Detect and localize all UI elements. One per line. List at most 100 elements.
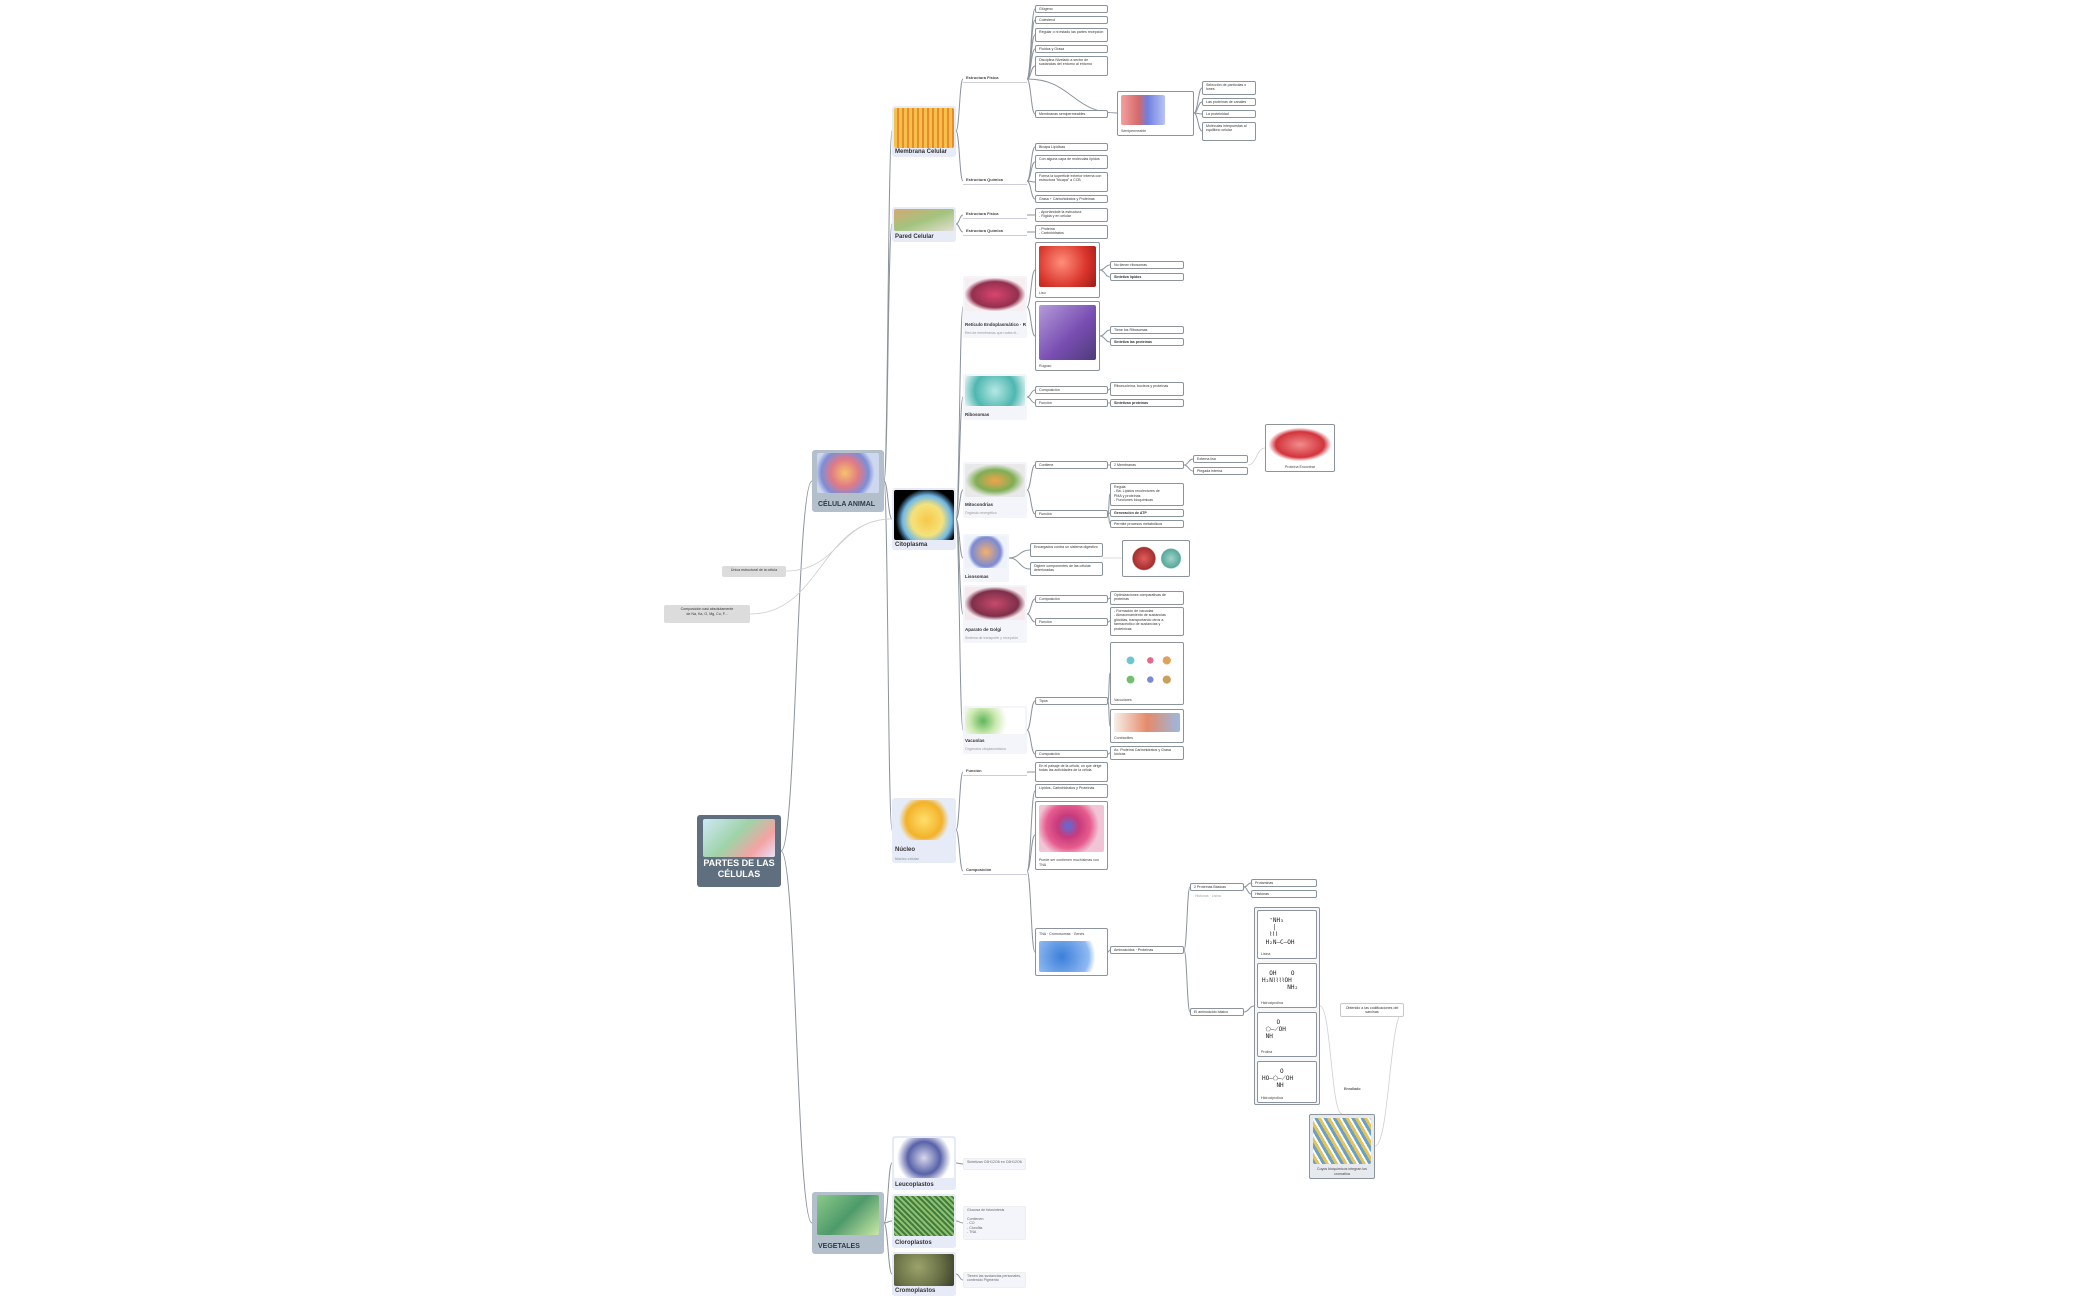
vacuolas-composicion-item[interactable]: Ax. Proteína Carbohidratos y Grasa Iónic… bbox=[1110, 746, 1184, 760]
composition-note[interactable]: Composición casi absolutamente de Na, Ka… bbox=[664, 605, 750, 623]
component-pared[interactable]: Pared Celular bbox=[892, 207, 956, 242]
ribosomas-funcion-item[interactable]: Sintetizan proteínas bbox=[1110, 399, 1184, 407]
aminoacido-basico[interactable]: El aminoácido básico bbox=[1190, 1008, 1244, 1016]
semipermeable-pic[interactable]: Semipermeable bbox=[1117, 91, 1194, 136]
membrana-item-1[interactable]: Glúgeno bbox=[1035, 5, 1108, 13]
organelle-reticulo[interactable]: Retículo Endoplasmático · R Red de membr… bbox=[963, 276, 1027, 338]
category-animal[interactable]: CÉLULA ANIMAL bbox=[812, 450, 884, 512]
pared-fisicas-label[interactable]: Estructura Física bbox=[963, 211, 1027, 219]
membrana-extra-item[interactable]: Bicapa Lipídicas bbox=[1035, 143, 1108, 151]
membrana-item-2[interactable]: Colesterol bbox=[1035, 16, 1108, 24]
component-nucleo[interactable]: Núcleo Núcleo celular bbox=[892, 798, 956, 863]
mitocondria-pic[interactable]: Proteína Encontrar bbox=[1265, 424, 1335, 472]
golgi-composicion-item[interactable]: Optimizaciones comparativas de proteínas bbox=[1110, 591, 1184, 605]
lisosomas-item-2[interactable]: Digiere componentes de las células deter… bbox=[1030, 562, 1103, 576]
dna-callout[interactable]: Obtenido a las codificaciones del sarcin… bbox=[1340, 1003, 1404, 1017]
membrana-item-5[interactable]: Disciplina Nivelado a sector de sustanci… bbox=[1035, 56, 1108, 76]
component-membrana[interactable]: Membrana Celular bbox=[892, 106, 956, 157]
organelle-ribosomas[interactable]: Ribosomas bbox=[963, 374, 1027, 420]
connector-line bbox=[780, 850, 813, 1224]
golgi-composicion[interactable]: Composición bbox=[1035, 595, 1108, 603]
unit-note[interactable]: Única estructural de la célula bbox=[722, 566, 786, 577]
lisosomas-item-1[interactable]: Encargados contra un sistema digestivo bbox=[1030, 543, 1103, 557]
molecula-prolina[interactable]: O ⬠‒⟋OH NH Prolina bbox=[1257, 1012, 1317, 1057]
component-cromoplastos[interactable]: Cromoplastos bbox=[892, 1252, 956, 1296]
semipermeable-item-1[interactable]: Selección de partículas o iones bbox=[1202, 81, 1256, 95]
aminoacidos-node[interactable]: Aminoácidos · Proteínas bbox=[1110, 946, 1184, 954]
reticulo-liso-pic[interactable]: Liso bbox=[1035, 242, 1100, 298]
ribosomas-composicion[interactable]: Composición bbox=[1035, 386, 1108, 394]
pared-fisicas-item[interactable]: - Aportándote la estructura - Rígida y e… bbox=[1035, 208, 1108, 222]
mitocondrias-funcion-item-1[interactable]: Regula: - Ba. Lípidos recolectores de PM… bbox=[1110, 483, 1184, 506]
quimicas-item-1[interactable]: Con alguna capa de moléculas lípidos bbox=[1035, 155, 1108, 169]
component-cloroplastos[interactable]: Cloroplastos bbox=[892, 1194, 956, 1248]
quimicas-item-3[interactable]: Grasa + Carbohidratos y Proteínas bbox=[1035, 195, 1108, 203]
organelle-golgi[interactable]: Aparato de Golgi Sistema de transporte y… bbox=[963, 585, 1027, 643]
molecula-lisina[interactable]: ⁺NH₃ | ⌇⌇⌇ H₂N‒C‒OH Lisina bbox=[1257, 910, 1317, 959]
nucleo-comp-item-1[interactable]: Lípidos, Carbohidratos y Proteínas bbox=[1035, 784, 1108, 798]
vacuolas-sub: Orgánulos citoplasmáticos bbox=[965, 747, 1007, 751]
liso-item-1[interactable]: No tienen ribosomas bbox=[1110, 261, 1184, 269]
leucoplastos-item[interactable]: Sintetizan C6H12O6 en C6H12O6 bbox=[963, 1158, 1026, 1170]
connector-line bbox=[1183, 886, 1191, 951]
connector-line bbox=[955, 489, 964, 520]
nucleo-composicion[interactable]: Composición bbox=[963, 867, 1027, 875]
golgi-funcion[interactable]: Función bbox=[1035, 618, 1108, 626]
membrana-item-4[interactable]: Fluidos y Grasa bbox=[1035, 45, 1108, 53]
membrana-externa[interactable]: Externa lisa bbox=[1193, 455, 1248, 463]
vacuolas-composicion[interactable]: Composición bbox=[1035, 750, 1108, 758]
dna-pic[interactable]: Cuyos bioquímicos integran los cromatina bbox=[1309, 1114, 1375, 1179]
pared-quimicas-label[interactable]: Estructura Química bbox=[963, 228, 1027, 236]
connector-line bbox=[883, 480, 893, 520]
cloroplastos-item[interactable]: Glucosa de fotosíntesis Contienen: - CO … bbox=[963, 1206, 1026, 1240]
connector-line bbox=[1008, 557, 1031, 570]
contractiles-pic[interactable]: Contráctiles bbox=[1110, 709, 1184, 743]
reticulo-rugoso-pic[interactable]: Rugoso bbox=[1035, 301, 1100, 371]
ribosomas-composicion-item[interactable]: Ribonucleína, bucleos y proteínas bbox=[1110, 382, 1184, 396]
membrana-fisicas-label[interactable]: Estructura Física bbox=[963, 75, 1027, 83]
organelle-lisosomas[interactable]: Lisosomas bbox=[963, 534, 1009, 582]
connector-line bbox=[1026, 834, 1036, 872]
rugoso-item-1[interactable]: Tiene los Ribosomas bbox=[1110, 326, 1184, 334]
membrana-quimicas-label[interactable]: Estructura Química bbox=[963, 177, 1027, 185]
semipermeable-item-4[interactable]: Moléculas interpuestas al equilibrio cel… bbox=[1202, 122, 1256, 141]
root-node[interactable]: PARTES DE LAS CÉLULAS bbox=[697, 815, 781, 887]
mitocondrias-funcion[interactable]: Función bbox=[1035, 510, 1108, 518]
organelle-vacuolas[interactable]: Vacuolas Orgánulos citoplasmáticos bbox=[963, 706, 1027, 754]
mitocondrias-contiene-item[interactable]: 2 Membranas bbox=[1110, 461, 1184, 469]
histonas-item[interactable]: Histonas bbox=[1251, 890, 1317, 898]
quimicas-item-2[interactable]: Forma la superficie exterior interna con… bbox=[1035, 172, 1108, 192]
ribosomas-funcion[interactable]: Función bbox=[1035, 399, 1108, 407]
vacuolas-tipos[interactable]: Tipos bbox=[1035, 697, 1108, 705]
membrana-item-6[interactable]: Membranas semipermeables bbox=[1035, 110, 1108, 118]
molecula-hidroxiprolina-1[interactable]: OH O H₂N⌇⌇⌇⌇OH NH₂ Hidroxiprolina bbox=[1257, 963, 1317, 1008]
molecula-hidroxiprolina-2[interactable]: O HO‒⬠‒⟋OH NH Hidroxiprolina bbox=[1257, 1061, 1317, 1103]
category-vegetales[interactable]: VEGETALES bbox=[812, 1192, 884, 1254]
mitocondrias-contiene[interactable]: Contiene bbox=[1035, 461, 1108, 469]
mitocondrias-funcion-item-2[interactable]: Generación de ATP bbox=[1110, 509, 1184, 517]
dna-tag: Enrollado bbox=[1344, 1087, 1361, 1091]
cromoplastos-item[interactable]: Tienen las sustancias personales, conten… bbox=[963, 1272, 1026, 1288]
rugoso-item-2[interactable]: Sintetiza las proteínas bbox=[1110, 338, 1184, 346]
semipermeable-item-3[interactable]: La proteinidad bbox=[1202, 110, 1256, 118]
component-citoplasma[interactable]: Citoplasma bbox=[892, 488, 956, 550]
adn-pic[interactable]: TNA · Cromosomas · Genes bbox=[1035, 928, 1108, 976]
proteinas-basicas[interactable]: 2 Proteínas Básicas bbox=[1190, 883, 1244, 891]
organelle-mitocondrias[interactable]: Mitocondrias Orgánulo energético bbox=[963, 462, 1027, 518]
protaminas-item[interactable]: Protaminas bbox=[1251, 879, 1317, 887]
component-leucoplastos[interactable]: Leucoplastos bbox=[892, 1136, 956, 1190]
lisosomas-pic[interactable] bbox=[1122, 540, 1190, 577]
vacuolares-pic[interactable]: Vacuolares bbox=[1110, 642, 1184, 705]
mitocondrias-funcion-item-3[interactable]: Permite procesos metabólicos bbox=[1110, 520, 1184, 528]
membrana-interna[interactable]: Plegada interna bbox=[1193, 467, 1248, 475]
liso-item-2[interactable]: Sintetiza lípidos bbox=[1110, 273, 1184, 281]
nucleo-funcion-item[interactable]: En el paisaje de la célula, un que dirig… bbox=[1035, 762, 1108, 782]
mitocondrias-label: Mitocondrias bbox=[965, 502, 994, 507]
nucleo-funcion[interactable]: Función bbox=[963, 768, 1027, 776]
pared-quimicas-item[interactable]: - Proteína - Carbohidratos bbox=[1035, 225, 1108, 239]
semipermeable-item-2[interactable]: Las proteínas de canales bbox=[1202, 98, 1256, 106]
golgi-funcion-item[interactable]: - Formación de vacuolas - Almacenamiento… bbox=[1110, 607, 1184, 636]
connector-line bbox=[1099, 269, 1111, 278]
nucleo-comp-pic[interactable]: Puede ser contienen muchísimas con TNA bbox=[1035, 801, 1108, 870]
membrana-item-3[interactable]: Regular o ni estado las partes recepción bbox=[1035, 28, 1108, 42]
